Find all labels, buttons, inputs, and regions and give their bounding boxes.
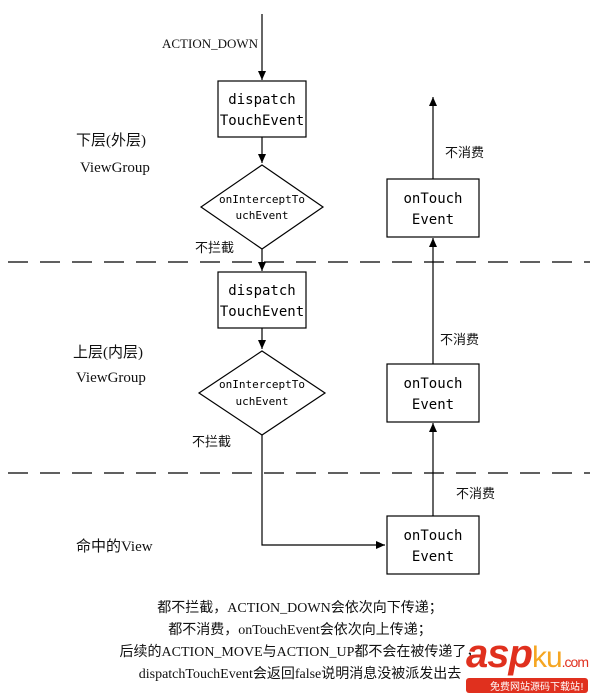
layer-lower-subtitle: ViewGroup — [80, 160, 150, 176]
box-line: Event — [412, 212, 454, 228]
box-line: dispatch — [228, 92, 295, 108]
no-intercept-label-inner: 不拦截 — [192, 435, 231, 450]
watermark-logo-com: .com — [561, 654, 589, 670]
diamond-line: uchEvent — [236, 209, 289, 222]
box-line: TouchEvent — [220, 304, 304, 320]
layer-hit-view-title: 命中的View — [76, 537, 153, 555]
diamond-line: onInterceptTo — [219, 193, 305, 206]
ontouch-event-box-view: onTouch Event — [386, 515, 480, 575]
box-line: dispatch — [228, 283, 295, 299]
box-line: Event — [412, 549, 454, 565]
dispatch-touch-event-box-outer: dispatch TouchEvent — [217, 80, 307, 138]
box-line: onTouch — [403, 528, 462, 544]
no-intercept-label-outer: 不拦截 — [195, 241, 234, 256]
not-consumed-label-view: 不消费 — [456, 487, 495, 502]
watermark-logo-ku: ku — [531, 641, 563, 674]
layer-upper-title: 上层(内层) — [73, 344, 143, 361]
summary-line: 都不消费，onTouchEvent会依次向上传递； — [168, 623, 432, 638]
box-line: onTouch — [403, 191, 462, 207]
ontouch-event-box-outer: onTouch Event — [386, 178, 480, 238]
layer-upper-subtitle: ViewGroup — [76, 370, 146, 386]
diamond-line: uchEvent — [236, 395, 289, 408]
summary-text: 都不拦截，ACTION_DOWN会依次向下传递； 都不消费，onTouchEve… — [60, 598, 540, 686]
summary-line: 都不拦截，ACTION_DOWN会依次向下传递； — [157, 601, 443, 616]
watermark-logo: aspku.com 免费网站源码下载站! — [466, 632, 589, 693]
box-line: onTouch — [403, 376, 462, 392]
box-line: Event — [412, 397, 454, 413]
watermark-logo-main: asp — [466, 632, 533, 676]
not-consumed-label-inner: 不消费 — [440, 333, 479, 348]
summary-line: 后续的ACTION_MOVE与ACTION_UP都不会在被传递了， — [119, 645, 481, 660]
watermark-tagline: 免费网站源码下载站! — [466, 678, 588, 693]
intercept-touch-event-diamond-inner: onInterceptTo uchEvent — [197, 350, 327, 436]
summary-line: dispatchTouchEvent会返回false说明消息没被派发出去 — [138, 667, 462, 682]
action-down-label: ACTION_DOWN — [162, 36, 259, 51]
box-line: TouchEvent — [220, 113, 304, 129]
arrow-intercept-to-view-ontouch — [261, 435, 385, 549]
ontouch-event-box-inner: onTouch Event — [386, 363, 480, 423]
dispatch-touch-event-box-inner: dispatch TouchEvent — [217, 271, 307, 329]
diamond-line: onInterceptTo — [219, 378, 305, 391]
layer-lower-title: 下层(外层) — [76, 132, 146, 149]
intercept-touch-event-diamond-outer: onInterceptTo uchEvent — [199, 164, 325, 250]
not-consumed-label-outer: 不消费 — [445, 146, 484, 161]
